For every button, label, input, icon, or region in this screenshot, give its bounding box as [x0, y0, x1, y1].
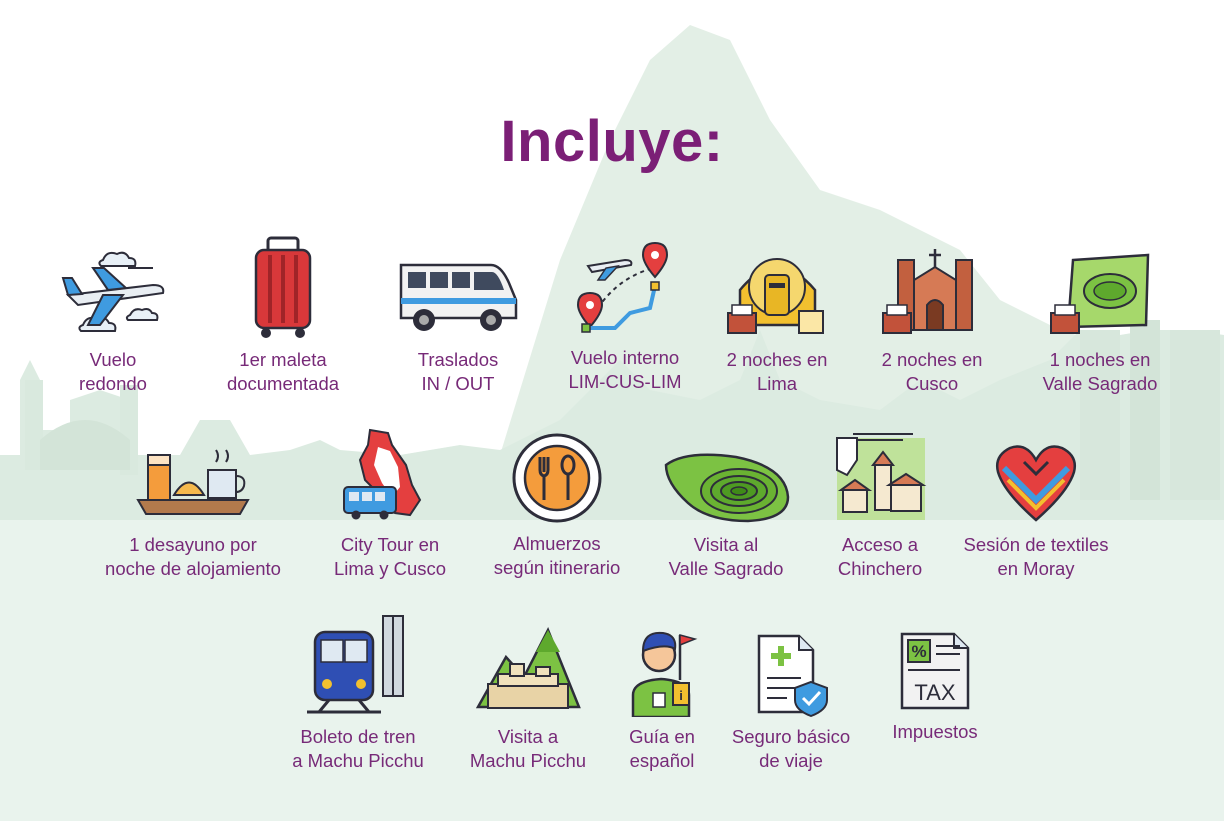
plate-icon — [512, 433, 602, 523]
item-label-line1: Boleto de tren — [300, 726, 416, 747]
item-label-line1: Seguro básico — [731, 726, 851, 747]
item-label-line2: LIM-CUS-LIM — [568, 371, 682, 392]
hotel-valle-icon — [1049, 253, 1149, 334]
insurance-icon — [757, 634, 828, 717]
item-label-line2: según itinerario — [493, 557, 621, 578]
item-label-line1: Vuelo interno — [570, 347, 680, 368]
item-almuerzos: Almuerzos según itinerario — [467, 432, 647, 580]
item-boleto-tren: Boleto de tren a Machu Picchu — [268, 612, 448, 773]
item-label-line2: a Machu Picchu — [292, 750, 424, 771]
item-label-line1: Traslados — [417, 349, 499, 370]
item-valle-sagrado: Visita al Valle Sagrado — [636, 445, 816, 581]
item-label-line1: Visita a — [497, 726, 559, 747]
item-traslados: Traslados IN / OUT — [368, 250, 548, 396]
item-label-line2: Chinchero — [837, 558, 923, 579]
info-glyph: i — [679, 688, 683, 703]
item-maleta: 1er maleta documentada — [193, 235, 373, 396]
item-label-line2: Valle Sagrado — [668, 558, 784, 579]
item-impuestos: % TAX Impuestos — [845, 630, 1025, 744]
train-icon — [307, 615, 404, 714]
item-label-line2: Cusco — [905, 373, 959, 394]
airplane-icon — [61, 251, 165, 332]
item-machu-picchu: Visita a Machu Picchu — [438, 622, 618, 773]
item-label-line2: Lima — [756, 373, 798, 394]
item-chinchero: Acceso a Chinchero — [790, 430, 970, 581]
item-noches-valle: 1 noches en Valle Sagrado — [1010, 245, 1190, 396]
item-label-line1: Visita al — [693, 534, 759, 555]
hotel-lima-icon — [726, 258, 824, 334]
item-label-line1: 2 noches en — [881, 349, 983, 370]
item-label-line1: City Tour en — [340, 534, 440, 555]
item-label-line2: Machu Picchu — [469, 750, 587, 771]
item-label-line1: Impuestos — [892, 721, 978, 742]
item-label-line1: Vuelo — [89, 349, 137, 370]
van-icon — [399, 263, 517, 331]
item-label-line1: 1 noches en — [1049, 349, 1151, 370]
item-guia: i Guía en español — [572, 625, 752, 773]
item-label-line2: noche de alojamiento — [105, 558, 281, 579]
item-label-line1: 2 noches en — [726, 349, 828, 370]
moray-icon — [664, 453, 790, 523]
item-label-line1: 1 desayuno por — [129, 534, 257, 555]
machu-picchu-icon — [475, 626, 581, 709]
tax-icon: % TAX — [900, 632, 970, 710]
hotel-cusco-icon — [881, 249, 973, 334]
item-label-line1: Guía en — [629, 726, 695, 747]
village-icon — [835, 433, 926, 520]
item-label-line1: 1er maleta — [239, 349, 327, 370]
guide-icon: i — [631, 631, 697, 717]
percent-glyph: % — [911, 642, 926, 661]
item-label-line2: IN / OUT — [421, 373, 495, 394]
item-label-line1: Almuerzos — [513, 533, 601, 554]
item-vuelo-redondo: Vuelo redondo — [23, 240, 203, 396]
flight-route-icon — [576, 241, 669, 333]
item-noches-cusco: 2 noches en Cusco — [842, 245, 1022, 396]
item-city-tour: City Tour en Lima y Cusco — [300, 425, 480, 581]
item-label-line2: en Moray — [997, 558, 1075, 579]
item-noches-lima: 2 noches en Lima — [687, 245, 867, 396]
item-label-line1: Sesión de textiles — [963, 534, 1109, 555]
item-label-line2: documentada — [226, 373, 340, 394]
item-vuelo-interno: Vuelo interno LIM-CUS-LIM — [535, 238, 715, 394]
item-seguro: Seguro básico de viaje — [701, 632, 881, 773]
peru-map-bus-icon — [343, 428, 422, 520]
suitcase-icon — [254, 236, 312, 338]
item-label-line2: redondo — [79, 373, 147, 394]
item-textiles: Sesión de textiles en Moray — [946, 440, 1126, 581]
breakfast-icon — [135, 449, 250, 515]
item-label-line2: Lima y Cusco — [333, 558, 447, 579]
item-label-line2: Valle Sagrado — [1042, 373, 1158, 394]
item-desayuno: 1 desayuno por noche de alojamiento — [100, 440, 286, 581]
item-label-line2: de viaje — [759, 750, 823, 771]
page-title: Incluye: — [500, 109, 724, 174]
poncho-icon — [995, 445, 1076, 522]
item-label-line2: español — [629, 750, 695, 771]
item-label-line1: Acceso a — [841, 534, 919, 555]
tax-glyph: TAX — [914, 680, 955, 705]
